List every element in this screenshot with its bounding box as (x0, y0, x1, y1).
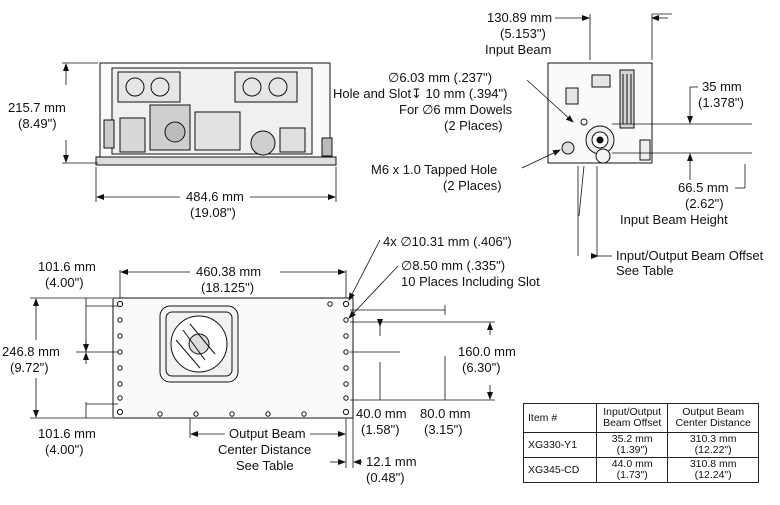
dim40-in: (1.58") (361, 422, 400, 437)
dim101-top-mm: 101.6 mm (38, 259, 96, 274)
front-width-mm: 484.6 mm (186, 189, 244, 204)
dim12-mm: 12.1 mm (366, 454, 417, 469)
dim101-bot-in: (4.00") (45, 442, 84, 457)
front-height-dimension (62, 62, 98, 164)
holes4-label: 4x ∅10.31 mm (.406") (383, 234, 512, 249)
hole-note-line4: (2 Places) (444, 118, 503, 133)
output-line1: Output Beam (229, 426, 306, 441)
row-offset: 44.0 mm(1.73") (595, 457, 669, 483)
row-item: XG330-Y1 (523, 432, 597, 458)
hole-note-line1: ∅6.03 mm (.237") (388, 70, 492, 85)
output-line3: See Table (236, 458, 294, 473)
front-width-in: (19.08") (190, 205, 236, 220)
hole-note-line2: Hole and Slot↧ 10 mm (.394") (333, 86, 507, 101)
tapped-note-line1: M6 x 1.0 Tapped Hole (371, 162, 497, 177)
dim80-mm: 80.0 mm (420, 406, 471, 421)
dim101-top-in: (4.00") (45, 275, 84, 290)
dim246-mm: 246.8 mm (2, 344, 60, 359)
offset-note-line1: Input/Output Beam Offset (616, 248, 764, 263)
front-height-in: (8.49") (18, 116, 57, 131)
dim35-mm: 35 mm (702, 79, 742, 94)
dim460-in: (18.125") (201, 280, 254, 295)
side-dimensions (521, 13, 752, 259)
beam-height-mm: 66.5 mm (678, 180, 729, 195)
dim160-in: (6.30") (462, 360, 501, 375)
side-view (547, 62, 653, 164)
input-beam-mm: 130.89 mm (487, 10, 552, 25)
row-distance: 310.8 mm(12.24") (667, 457, 759, 483)
holes10-line2: 10 Places Including Slot (401, 274, 540, 289)
output-line2: Center Distance (218, 442, 311, 457)
row-distance: 310.3 mm(12.22") (667, 432, 759, 458)
top-dimensions (30, 239, 495, 468)
dim80-in: (3.15") (424, 422, 463, 437)
beam-height-label: Input Beam Height (620, 212, 728, 227)
beam-height-in: (2.62") (685, 196, 724, 211)
dim12-in: (0.48") (366, 470, 405, 485)
row-offset: 35.2 mm(1.39") (595, 432, 669, 458)
top-view (112, 297, 354, 419)
hole-note-line3: For ∅6 mm Dowels (399, 102, 513, 117)
front-view (95, 62, 337, 166)
dim40-mm: 40.0 mm (356, 406, 407, 421)
dim160-mm: 160.0 mm (458, 344, 516, 359)
dim101-bot-mm: 101.6 mm (38, 426, 96, 441)
dim246-in: (9.72") (10, 360, 49, 375)
front-width-dimension (95, 167, 337, 202)
input-beam-in: (5.153") (500, 26, 546, 41)
input-beam-label: Input Beam (485, 42, 552, 57)
header-item: Item # (523, 403, 597, 433)
dim460-mm: 460.38 mm (196, 264, 261, 279)
tapped-note-line2: (2 Places) (443, 178, 502, 193)
row-item: XG345-CD (523, 457, 597, 483)
holes10-line1: ∅8.50 mm (.335") (401, 258, 505, 273)
offset-note-line2: See Table (616, 263, 674, 278)
table-row: XG330-Y1 35.2 mm(1.39") 310.3 mm(12.22") (523, 432, 759, 458)
table-row: XG345-CD 44.0 mm(1.73") 310.8 mm(12.24") (523, 457, 759, 483)
front-height-mm: 215.7 mm (8, 100, 66, 115)
dim35-in: (1.378") (698, 95, 744, 110)
